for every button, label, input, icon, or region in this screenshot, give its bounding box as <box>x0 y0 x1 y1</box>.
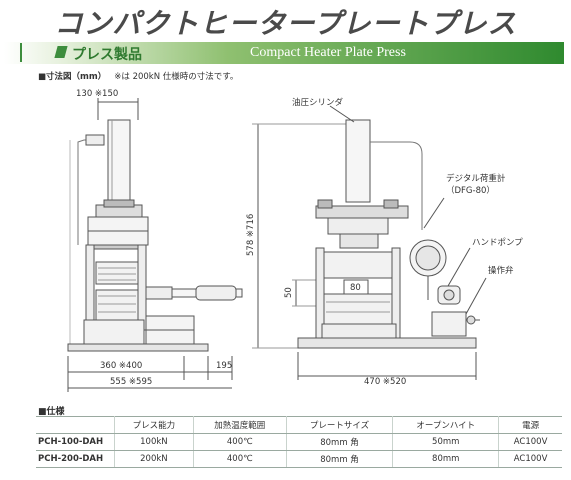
page-title: コンパクトヒータープレートプレス <box>54 7 517 40</box>
side-view <box>67 98 243 392</box>
top-width-label: 130 ※150 <box>76 89 118 99</box>
height-label: 578 ※716 <box>246 214 256 256</box>
plate-gap-label: 50 <box>284 287 294 298</box>
capacity-cell: 200kN <box>114 450 194 468</box>
side-extension-label: 195 <box>216 361 232 371</box>
digital-gauge-label: デジタル荷重計 <box>446 173 506 184</box>
dimension-heading: ■寸法図（mm） ※は 200kN 仕様時の寸法です。 <box>38 70 238 82</box>
section-banner: プレス製品 Compact Heater Plate Press <box>4 42 564 64</box>
spec-heading: ■仕様 <box>38 407 65 417</box>
spec-col-temperature: 加熱温度範囲 <box>193 416 287 434</box>
spec-header-row: プレス能力 加熱温度範囲 プレートサイズ オープンハイト 電源 <box>36 416 562 434</box>
table-row: PCH-100-DAH 100kN 400℃ 80mm 角 50mm AC100… <box>36 433 562 451</box>
gauge-model-label: （DFG-80） <box>446 185 495 196</box>
banner-accent <box>20 43 22 62</box>
spec-col-power: 電源 <box>498 416 562 434</box>
total-depth-label: 555 ※595 <box>110 377 152 387</box>
dimension-note: ※は 200kN 仕様時の寸法です。 <box>114 72 239 82</box>
temperature-cell: 400℃ <box>193 433 287 451</box>
capacity-cell: 100kN <box>114 433 194 451</box>
hand-pump-label: ハンドポンプ <box>472 238 523 248</box>
table-row: PCH-200-DAH 200kN 400℃ 80mm 角 80mm AC100… <box>36 450 562 468</box>
open-height-cell: 50mm <box>392 433 500 451</box>
base-depth-label: 360 ※400 <box>100 361 142 371</box>
front-view <box>252 105 487 380</box>
banner-category: プレス製品 <box>72 44 142 64</box>
spec-col-capacity: プレス能力 <box>114 416 194 434</box>
spec-col-plate-size: プレートサイズ <box>286 416 394 434</box>
dimension-heading-label: ■寸法図（mm） <box>38 72 107 82</box>
open-height-cell: 80mm <box>392 450 500 468</box>
model-name: PCH-200-DAH <box>36 450 115 468</box>
technical-drawing: 130 ※150 油圧シリンダ デジタル荷重計 （DFG-80） ハンドポンプ … <box>67 89 523 392</box>
cylinder-label: 油圧シリンダ <box>292 97 344 108</box>
front-width-label: 470 ※520 <box>364 377 406 387</box>
model-name: PCH-100-DAH <box>36 433 115 451</box>
valve-label: 操作弁 <box>488 265 514 276</box>
power-cell: AC100V <box>498 433 562 451</box>
banner-product-name: Compact Heater Plate Press <box>250 45 406 60</box>
plate-size-cell: 80mm 角 <box>286 433 394 451</box>
plate-size-cell: 80mm 角 <box>286 450 394 468</box>
spec-col-model <box>36 416 115 434</box>
spec-table: プレス能力 加熱温度範囲 プレートサイズ オープンハイト 電源 PCH-100-… <box>36 416 562 468</box>
spec-col-open-height: オープンハイト <box>392 416 500 434</box>
plate-size-label: 80 <box>350 283 361 293</box>
temperature-cell: 400℃ <box>193 450 287 468</box>
power-cell: AC100V <box>498 450 562 468</box>
